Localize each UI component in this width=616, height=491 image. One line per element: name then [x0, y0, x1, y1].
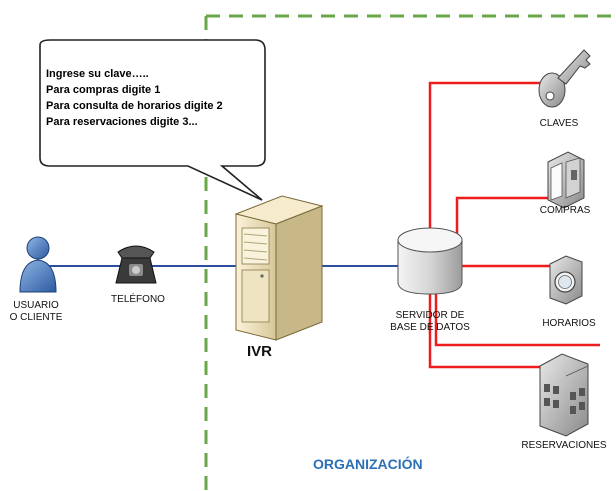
speech-bubble [39, 39, 266, 201]
phone-label: TELÉFONO [111, 294, 165, 305]
prompt-line-3: Para consulta de horarios digite 2 [46, 100, 223, 112]
user-label: USUARIO O CLIENTE [4, 300, 68, 324]
database-label-line2: BASE DE DATOS [390, 322, 470, 333]
user-label-line1: USUARIO [13, 300, 59, 311]
prompt-line-2: Para compras digite 1 [46, 84, 161, 96]
key-icon [538, 49, 591, 108]
database-label: SERVIDOR DE BASE DE DATOS [380, 310, 480, 334]
user-icon [19, 236, 57, 293]
reservaciones-icon [539, 353, 589, 437]
horarios-label: HORARIOS [542, 318, 596, 329]
database-server-icon [397, 227, 463, 295]
ivr-label: IVR [247, 343, 273, 360]
horarios-icon [549, 255, 583, 305]
ivr-server-icon [234, 195, 324, 341]
reservaciones-label: RESERVACIONES [521, 440, 607, 451]
compras-icon [547, 151, 585, 209]
ivr-menu-prompt: Ingrese su clave….. Para compras digite … [46, 66, 223, 130]
compras-label: COMPRAS [539, 205, 591, 216]
user-label-line2: O CLIENTE [9, 312, 63, 323]
prompt-line-1: Ingrese su clave….. [46, 68, 149, 80]
prompt-line-4: Para reservaciones digite 3... [46, 116, 198, 128]
claves-label: CLAVES [539, 118, 579, 129]
organization-label: ORGANIZACIÓN [313, 456, 423, 472]
telephone-icon [115, 245, 157, 284]
database-label-line1: SERVIDOR DE [395, 310, 465, 321]
